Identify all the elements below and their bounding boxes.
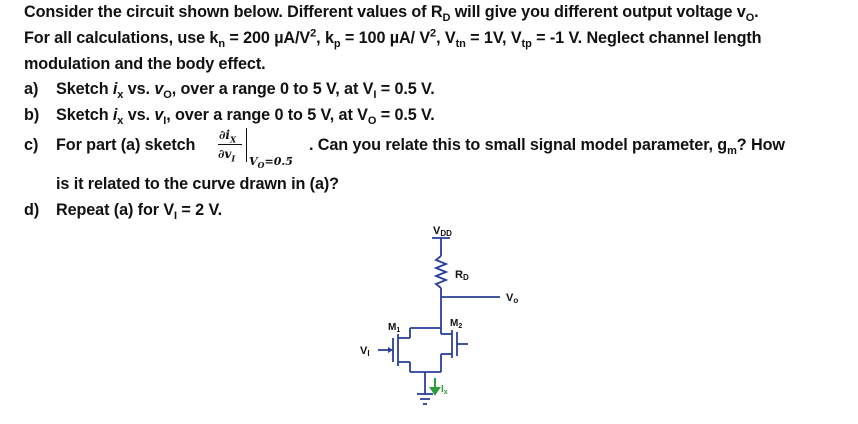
part-b-span: Sketch <box>56 106 113 124</box>
part-c-label: c) <box>24 136 39 154</box>
evaluation-condition: VO=0.5 <box>249 155 293 171</box>
param-text: , V <box>436 29 456 47</box>
eval-value: =0.5 <box>264 155 293 168</box>
evaluation-bar <box>246 128 247 162</box>
param-text: = -1 V. Neglect channel length <box>531 29 762 47</box>
superscript: 2 <box>430 27 437 40</box>
eval-subscript: O <box>257 160 265 171</box>
part-c-text-line2: is it related to the curve drawn in (a)? <box>56 175 339 193</box>
part-d-text: Repeat (a) for VI = 2 V. <box>56 201 223 223</box>
vo-subscript: O <box>367 115 377 128</box>
vi-label: VI <box>360 345 370 358</box>
part-b-span: vs. <box>123 106 155 124</box>
problem-intro-line1: Consider the circuit shown below. Differ… <box>24 3 759 25</box>
kp-subscript: p <box>333 38 341 51</box>
rd-subscript: D <box>442 12 451 25</box>
rd-resistor <box>433 255 449 289</box>
vtn-subscript: tn <box>455 38 466 51</box>
vo-symbol: v <box>154 80 164 98</box>
part-a-span: Sketch <box>56 80 113 98</box>
part-b-text: Sketch ix vs. vI, over a range 0 to 5 V,… <box>56 106 435 128</box>
part-d-span: = 2 V. <box>177 201 223 219</box>
derivative-numerator: ∂iX <box>219 128 237 145</box>
vdd-label: VDD <box>433 225 452 238</box>
derivative-denominator: ∂vI <box>218 147 236 164</box>
partial-vi: ∂v <box>218 147 232 161</box>
part-c-text-start: For part (a) sketch <box>56 136 196 154</box>
rd-label: RD <box>455 269 469 282</box>
part-a-span: = 0.5 V. <box>376 80 435 98</box>
ix-label: Ix <box>441 384 448 396</box>
part-a-text: Sketch ix vs. vO, over a range 0 to 5 V,… <box>56 80 435 102</box>
circuit-diagram: VDD RD Vo M1 M2 VI Ix <box>360 225 518 405</box>
circuit-wires <box>378 237 500 405</box>
ix-subscript: x <box>117 115 124 128</box>
intro-text: Consider the circuit shown below. Differ… <box>24 3 443 21</box>
vo-label: Vo <box>506 292 518 305</box>
part-b-span: , over a range 0 to 5 V, at V <box>166 106 368 124</box>
ix-subscript: x <box>117 89 124 102</box>
vi-subscript: I <box>373 89 377 102</box>
vi-subscript: I <box>174 210 177 223</box>
eval-v: V <box>249 155 258 168</box>
part-b-label: b) <box>24 106 40 124</box>
m1-label: M1 <box>388 322 400 334</box>
part-a-label: a) <box>24 80 39 98</box>
part-a-span: , over a range 0 to 5 V, at V <box>171 80 374 98</box>
vo-subscript: O <box>745 12 755 25</box>
part-c-text-end: . Can you relate this to small signal mo… <box>309 136 785 158</box>
vi-symbol: v <box>154 106 164 124</box>
param-text: , k <box>316 29 334 47</box>
part-d-label: d) <box>24 201 40 219</box>
ix-symbol: i <box>112 106 118 124</box>
param-text: = 1V, V <box>465 29 522 47</box>
ix-symbol: i <box>112 80 118 98</box>
num-subscript: X <box>229 134 237 145</box>
intro-text: will give you different output voltage v <box>450 3 746 21</box>
part-b-span: = 0.5 V. <box>376 106 435 124</box>
superscript: 2 <box>310 27 317 40</box>
intro-text: . <box>754 3 759 21</box>
problem-intro-line2: For all calculations, use kn = 200 µA/V2… <box>24 27 762 51</box>
part-d-span: Repeat (a) for V <box>56 201 175 219</box>
den-subscript: I <box>231 153 236 164</box>
fraction-bar <box>218 144 242 145</box>
param-text: = 200 µA/V <box>224 29 311 47</box>
part-c-span: ? How <box>736 136 785 154</box>
part-c-span: . Can you relate this to small signal mo… <box>309 136 728 154</box>
gm-subscript: m <box>727 145 737 158</box>
param-text: = 100 µA/ V <box>340 29 431 47</box>
partial-ix: ∂i <box>219 128 230 142</box>
vtp-subscript: tp <box>521 38 532 51</box>
problem-intro-line3: modulation and the body effect. <box>24 55 266 73</box>
m1-gate-arrow <box>388 347 393 353</box>
kn-subscript: n <box>218 38 225 51</box>
vo-subscript: O <box>163 89 172 102</box>
ix-arrow-icon <box>429 378 441 396</box>
vi-subscript: I <box>163 115 167 128</box>
m2-label: M2 <box>450 318 462 330</box>
param-text: For all calculations, use k <box>24 29 219 47</box>
part-a-span: vs. <box>123 80 155 98</box>
